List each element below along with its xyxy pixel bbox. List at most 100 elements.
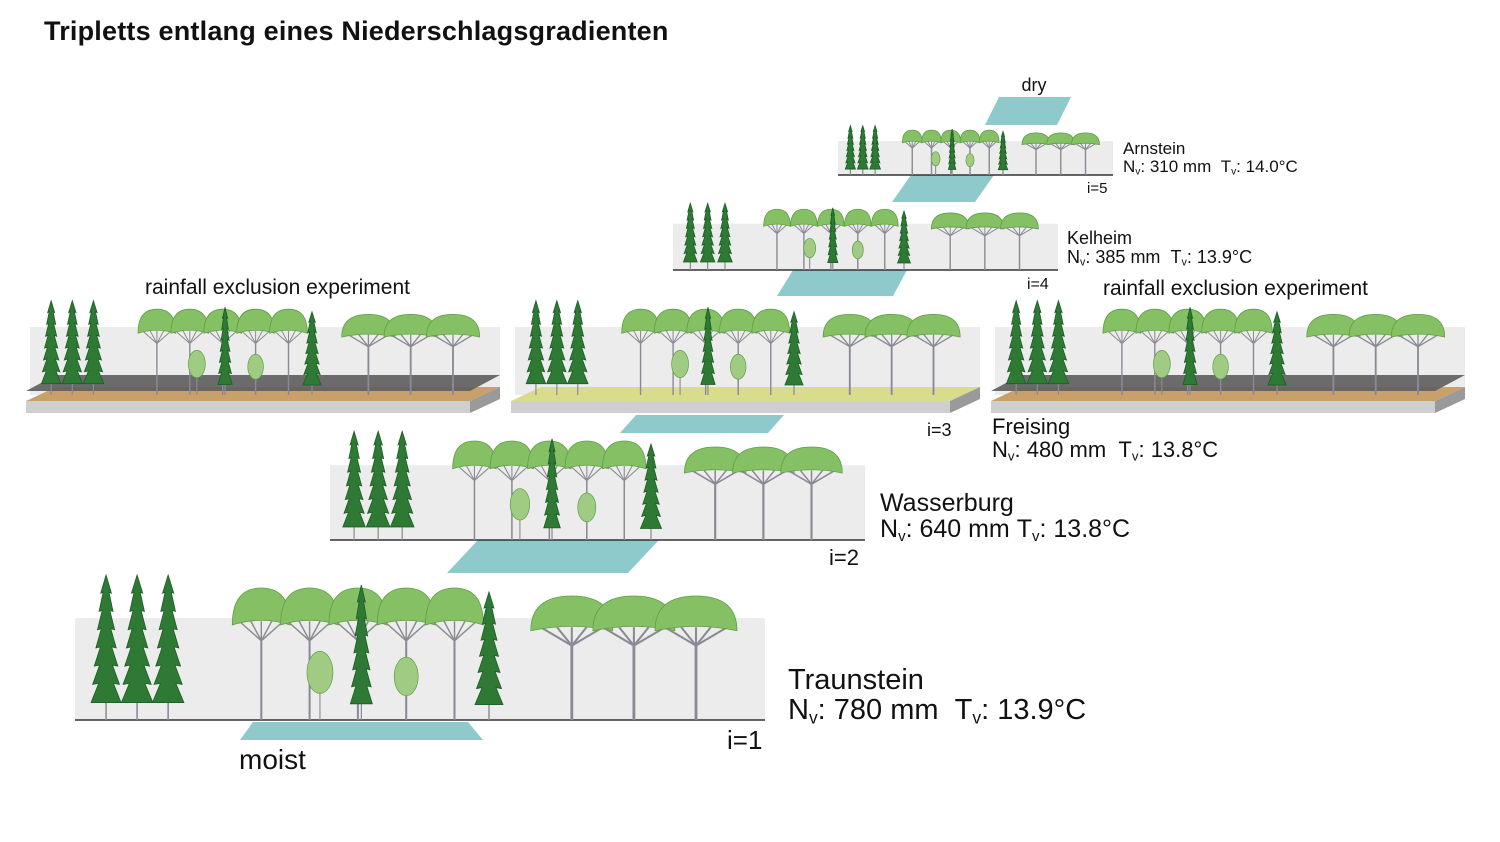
spruce-crown <box>349 584 373 705</box>
plot-slab-side <box>950 387 980 413</box>
plot-background <box>330 465 865 540</box>
tree-branch <box>770 330 786 344</box>
broadleaf-crown <box>452 440 497 470</box>
broadleaf-crown <box>231 587 291 626</box>
site-climate: Nv: 640 mm Tv: 13.8°C <box>880 515 1131 545</box>
rainfall-exclusion-roof <box>26 375 500 391</box>
site-climate: Nv: 310 mm Tv: 14.0°C <box>1123 156 1298 178</box>
tree-branch <box>874 224 886 234</box>
broadleaf-crown <box>1046 132 1076 146</box>
broadleaf-crown <box>489 440 535 470</box>
understory-crown <box>1212 353 1229 380</box>
tree-branch <box>1213 330 1222 344</box>
tree-branch <box>308 620 321 642</box>
tree-branch <box>208 330 224 344</box>
tree-branch <box>949 226 965 237</box>
broadleaf-crown <box>1390 313 1446 338</box>
site-index-2: i=2 <box>829 545 859 570</box>
tree-branch <box>770 330 778 344</box>
tree-branch <box>771 224 778 234</box>
tree-branch <box>309 620 333 642</box>
tree-branch <box>1004 226 1020 237</box>
tree-branch <box>762 469 776 485</box>
tree-branch <box>1025 143 1037 151</box>
tree-branch <box>695 626 728 647</box>
broadleaf-crown <box>790 208 818 227</box>
broadleaf-crown <box>822 313 877 338</box>
spruce-crown <box>525 299 547 385</box>
broadleaf-crown <box>280 587 340 626</box>
tree-branch <box>346 620 359 642</box>
tree-branch <box>981 141 990 149</box>
broadleaf-crown <box>921 129 942 144</box>
tree-branch <box>857 224 864 234</box>
tree-branch <box>793 224 805 234</box>
tree-branch <box>569 465 588 482</box>
tree-branch <box>586 465 596 481</box>
plot-slab-front <box>26 401 470 413</box>
spruce-crown <box>546 299 568 385</box>
tree-branch <box>1049 143 1062 151</box>
spruce-crown <box>856 124 869 170</box>
tree-branch <box>776 224 783 234</box>
tree-branch <box>1173 330 1189 344</box>
understory-crown <box>930 151 941 167</box>
spruce-crown <box>699 201 716 263</box>
tree-branch <box>884 224 896 234</box>
tree-branch <box>912 334 934 348</box>
spruce-crown <box>947 129 957 170</box>
tree-branch <box>175 330 191 344</box>
tree-branch <box>703 469 716 485</box>
plot-slab-side <box>470 387 500 413</box>
tree-branch <box>633 330 641 344</box>
broadleaf-crown <box>1348 313 1403 338</box>
tree-branch <box>927 141 932 149</box>
tree-branch <box>932 334 944 348</box>
spruce-crown <box>784 310 804 386</box>
tree-branch <box>1035 143 1047 151</box>
spruce-crown <box>90 573 122 703</box>
spruce-crown <box>827 207 839 263</box>
understory-crown <box>851 240 864 260</box>
broadleaf-crown <box>901 129 923 144</box>
tree-branch <box>672 330 688 344</box>
broadleaf-crown <box>621 308 660 334</box>
tree-branch <box>1060 143 1072 151</box>
tree-branch <box>931 141 940 149</box>
tree-branch <box>335 620 359 642</box>
broadleaf-crown <box>959 129 981 144</box>
tree-branch <box>571 626 588 647</box>
broadleaf-crown <box>1234 308 1273 334</box>
site-name: Kelheim <box>1067 228 1133 248</box>
spruce-crown <box>151 573 185 703</box>
tree-branch <box>142 330 158 344</box>
spruce-crown <box>997 130 1009 171</box>
tree-branch <box>432 334 454 348</box>
tree-branch <box>395 620 407 642</box>
site-index-1: i=1 <box>727 725 762 755</box>
site-climate: Nv: 480 mm Tv: 13.8°C <box>992 437 1219 464</box>
tree-branch <box>367 334 379 348</box>
plot-background <box>75 618 765 720</box>
tree-branch <box>680 626 697 647</box>
spruce-crown <box>869 124 882 170</box>
spruce-crown <box>389 429 415 528</box>
site-label-arnstein: Arnstein Nv: 310 mm Tv: 14.0°C <box>1123 140 1298 178</box>
tree-branch <box>1147 330 1156 344</box>
tree-branch <box>238 620 262 642</box>
broadleaf-crown <box>383 313 438 338</box>
tree-branch <box>405 620 418 642</box>
site-name: Freising <box>992 414 1071 439</box>
tree-branch <box>1085 143 1097 151</box>
gradient-water-band <box>240 97 1071 740</box>
understory-crown <box>306 651 334 694</box>
tree-branch <box>511 465 529 482</box>
tree-branch <box>410 334 421 348</box>
tree-branch <box>1121 330 1130 344</box>
spruce-crown <box>61 299 84 385</box>
tree-branch <box>904 141 913 149</box>
site-label-kelheim: Kelheim Nv: 385 mm Tv: 13.9°C <box>1067 229 1252 269</box>
tree-branch <box>452 334 474 348</box>
experiment-label-right: rainfall exclusion experiment <box>1103 277 1368 300</box>
understory-crown <box>671 350 689 379</box>
